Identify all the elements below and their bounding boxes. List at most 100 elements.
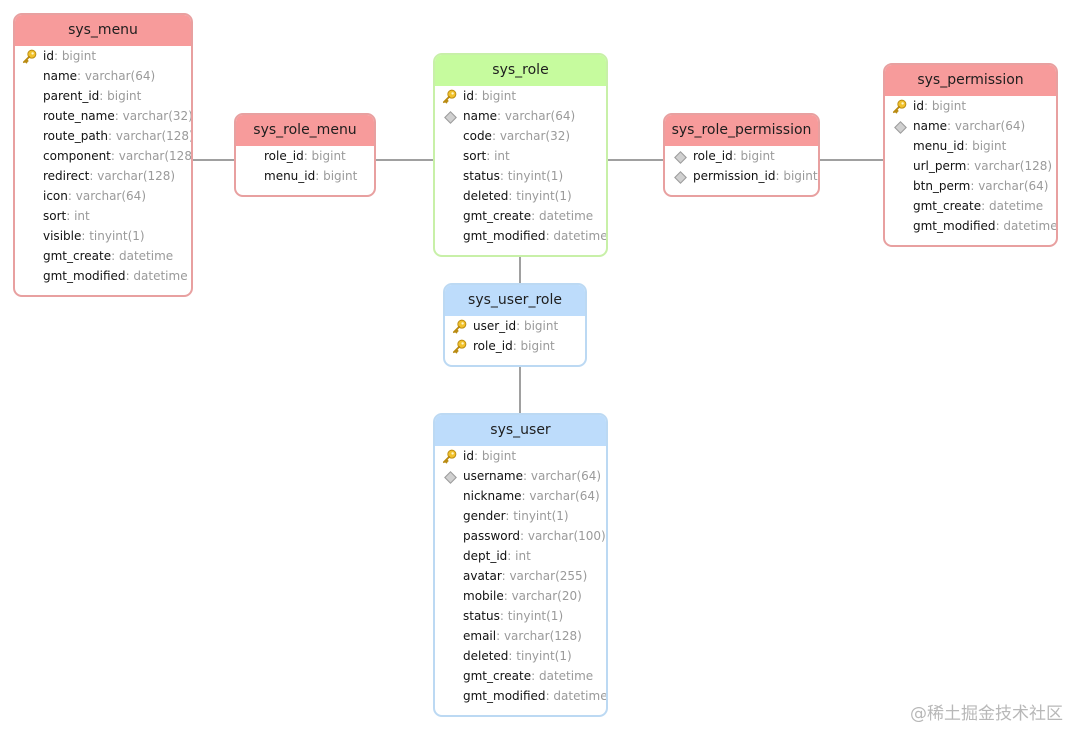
field-row-status[interactable]: status: tinyint(1) <box>435 606 606 626</box>
field-type: varchar(64) <box>75 189 146 203</box>
field-name: permission_id <box>693 169 776 183</box>
field-type: bigint <box>972 139 1007 153</box>
field-name: name <box>43 69 78 83</box>
field-name: code <box>463 129 492 143</box>
field-separator: : <box>521 489 530 503</box>
field-row-route-name[interactable]: route_name: varchar(32) <box>15 106 191 126</box>
field-separator: : <box>512 339 521 353</box>
field-row-menu-id[interactable]: menu_id: bigint <box>236 166 374 186</box>
field-name: redirect <box>43 169 90 183</box>
field-row-username[interactable]: username: varchar(64) <box>435 466 606 486</box>
field-type: datetime <box>118 249 174 263</box>
field-name: deleted <box>463 189 509 203</box>
field-separator: : <box>732 149 741 163</box>
field-name: sort <box>43 209 67 223</box>
field-row-status[interactable]: status: tinyint(1) <box>435 166 606 186</box>
field-row-mobile[interactable]: mobile: varchar(20) <box>435 586 606 606</box>
field-row-sort[interactable]: sort: int <box>435 146 606 166</box>
field-row-visible[interactable]: visible: tinyint(1) <box>15 226 191 246</box>
field-row-deleted[interactable]: deleted: tinyint(1) <box>435 646 606 666</box>
field-separator: : <box>545 229 554 243</box>
field-row-name[interactable]: name: varchar(64) <box>435 106 606 126</box>
field-row-avatar[interactable]: avatar: varchar(255) <box>435 566 606 586</box>
field-type: tinyint(1) <box>507 169 564 183</box>
field-separator: : <box>531 209 539 223</box>
field-type: varchar(128) <box>118 149 193 163</box>
field-row-email[interactable]: email: varchar(128) <box>435 626 606 646</box>
field-row-menu-id[interactable]: menu_id: bigint <box>885 136 1056 156</box>
index-diamond-icon <box>672 169 687 184</box>
field-row-sort[interactable]: sort: int <box>15 206 191 226</box>
field-row-deleted[interactable]: deleted: tinyint(1) <box>435 186 606 206</box>
field-separator: : <box>473 89 482 103</box>
table-title: sys_user <box>435 415 606 446</box>
field-separator: : <box>108 129 116 143</box>
field-separator: : <box>499 169 508 183</box>
field-row-id[interactable]: id: bigint <box>885 96 1056 116</box>
field-row-role-id[interactable]: role_id: bigint <box>445 336 585 356</box>
field-row-id[interactable]: id: bigint <box>15 46 191 66</box>
field-row-id[interactable]: id: bigint <box>435 86 606 106</box>
field-row-role-id[interactable]: role_id: bigint <box>665 146 818 166</box>
field-row-redirect[interactable]: redirect: varchar(128) <box>15 166 191 186</box>
field-separator: : <box>486 149 495 163</box>
field-row-user-id[interactable]: user_id: bigint <box>445 316 585 336</box>
field-row-id[interactable]: id: bigint <box>435 446 606 466</box>
field-row-nickname[interactable]: nickname: varchar(64) <box>435 486 606 506</box>
field-type: datetime <box>988 199 1044 213</box>
field-separator: : <box>964 139 973 153</box>
field-row-gmt-create[interactable]: gmt_create: datetime <box>435 666 606 686</box>
field-separator: : <box>81 229 90 243</box>
field-type: bigint <box>61 49 97 63</box>
field-type: bigint <box>311 149 346 163</box>
field-separator: : <box>508 649 517 663</box>
field-row-gmt-create[interactable]: gmt_create: datetime <box>435 206 606 226</box>
field-separator: : <box>507 549 516 563</box>
field-separator: : <box>66 209 75 223</box>
field-type: varchar(100) <box>527 529 606 543</box>
field-type: bigint <box>323 169 358 183</box>
index-diamond-icon <box>442 469 457 484</box>
field-row-btn-perm[interactable]: btn_perm: varchar(64) <box>885 176 1056 196</box>
field-type: int <box>74 209 90 223</box>
field-row-component[interactable]: component: varchar(128) <box>15 146 191 166</box>
field-row-permission-id[interactable]: permission_id: bigint <box>665 166 818 186</box>
field-row-dept-id[interactable]: dept_id: int <box>435 546 606 566</box>
field-row-password[interactable]: password: varchar(100) <box>435 526 606 546</box>
field-name: name <box>463 109 498 123</box>
field-name: visible <box>43 229 82 243</box>
field-row-gmt-modified[interactable]: gmt_modified: datetime <box>885 216 1056 236</box>
field-name: role_id <box>473 339 513 353</box>
field-type: varchar(255) <box>509 569 588 583</box>
field-row-gmt-create[interactable]: gmt_create: datetime <box>15 246 191 266</box>
field-type: varchar(128) <box>115 129 193 143</box>
field-row-route-path[interactable]: route_path: varchar(128) <box>15 126 191 146</box>
field-row-name[interactable]: name: varchar(64) <box>15 66 191 86</box>
field-row-gmt-modified[interactable]: gmt_modified: datetime <box>15 266 191 286</box>
field-row-icon[interactable]: icon: varchar(64) <box>15 186 191 206</box>
field-row-gmt-modified[interactable]: gmt_modified: datetime <box>435 226 606 246</box>
field-name: gmt_modified <box>463 229 546 243</box>
field-type: tinyint(1) <box>507 609 564 623</box>
field-row-gender[interactable]: gender: tinyint(1) <box>435 506 606 526</box>
field-row-gmt-modified[interactable]: gmt_modified: datetime <box>435 686 606 706</box>
field-row-gmt-create[interactable]: gmt_create: datetime <box>885 196 1056 216</box>
field-row-name[interactable]: name: varchar(64) <box>885 116 1056 136</box>
field-name: email <box>463 629 497 643</box>
field-row-url-perm[interactable]: url_perm: varchar(128) <box>885 156 1056 176</box>
field-name: icon <box>43 189 68 203</box>
field-type: varchar(32) <box>499 129 571 143</box>
field-row-code[interactable]: code: varchar(32) <box>435 126 606 146</box>
field-row-role-id[interactable]: role_id: bigint <box>236 146 374 166</box>
field-row-parent-id[interactable]: parent_id: bigint <box>15 86 191 106</box>
field-name: gmt_modified <box>913 219 996 233</box>
field-separator: : <box>508 189 517 203</box>
